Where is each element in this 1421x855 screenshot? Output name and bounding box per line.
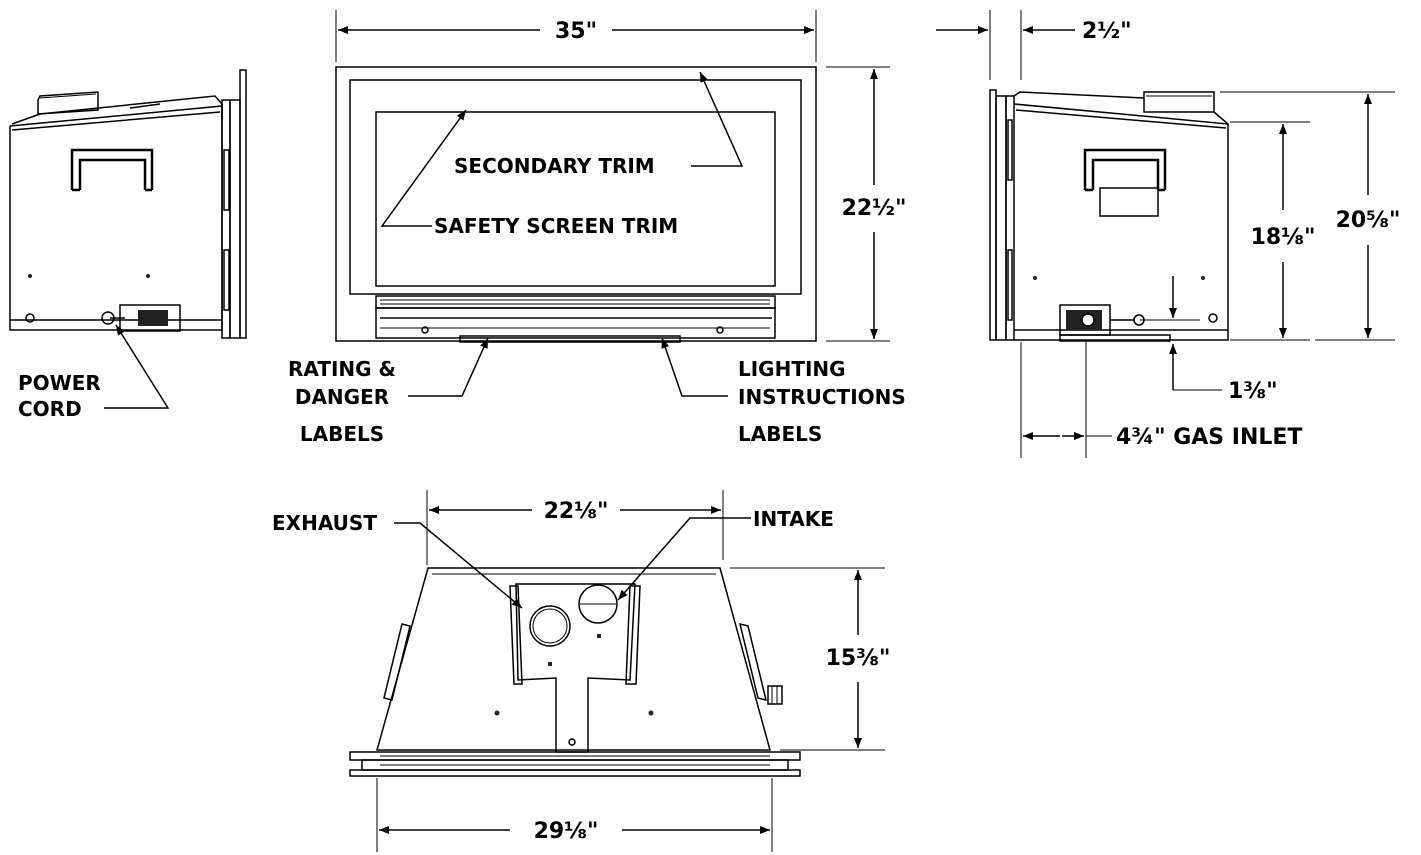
- label-power-cord-line1: POWER: [18, 371, 101, 395]
- dim-gas-inlet-depth: 4¾" GAS INLET: [1116, 425, 1302, 450]
- label-rating-line1: RATING &: [288, 357, 396, 381]
- label-lighting-line2: INSTRUCTIONS: [738, 385, 906, 409]
- left-side-view: [9, 69, 247, 339]
- label-exhaust: EXHAUST: [272, 511, 377, 535]
- label-rating-line2: DANGER: [295, 385, 389, 409]
- label-power-cord-line2: CORD: [18, 397, 82, 421]
- dim-gas-inlet-height: 1⅜": [1228, 379, 1278, 404]
- dim-top-back-width: 22⅛": [544, 499, 609, 524]
- dimension-lines: [335, 10, 1395, 852]
- dim-overall-width: 35": [555, 19, 597, 44]
- dim-depth-offset: 2½": [1082, 19, 1132, 44]
- label-safety-screen-trim: SAFETY SCREEN TRIM: [434, 214, 678, 238]
- dim-top-front-width: 29⅛": [534, 819, 599, 844]
- right-side-view: [989, 89, 1229, 342]
- front-view: [335, 66, 817, 343]
- label-lighting-line1: LIGHTING: [738, 357, 846, 381]
- label-rating-line3: LABELS: [300, 422, 384, 446]
- leader-lines: [104, 71, 751, 609]
- dim-front-height: 22½": [842, 196, 907, 221]
- dimension-texts: 35" 22½" 2½" 18⅛" 20⅝" 1⅜" 4¾" GAS INLET…: [534, 19, 1401, 844]
- label-secondary-trim: SECONDARY TRIM: [454, 154, 655, 178]
- label-intake: INTAKE: [753, 507, 834, 531]
- callout-labels: SECONDARY TRIM SAFETY SCREEN TRIM POWER …: [18, 154, 906, 535]
- dim-top-depth: 15⅜": [826, 646, 891, 671]
- dim-side-body-height: 18⅛": [1251, 225, 1316, 250]
- dim-side-total-height: 20⅝": [1336, 208, 1401, 233]
- top-view: [349, 567, 801, 777]
- label-lighting-line3: LABELS: [738, 422, 822, 446]
